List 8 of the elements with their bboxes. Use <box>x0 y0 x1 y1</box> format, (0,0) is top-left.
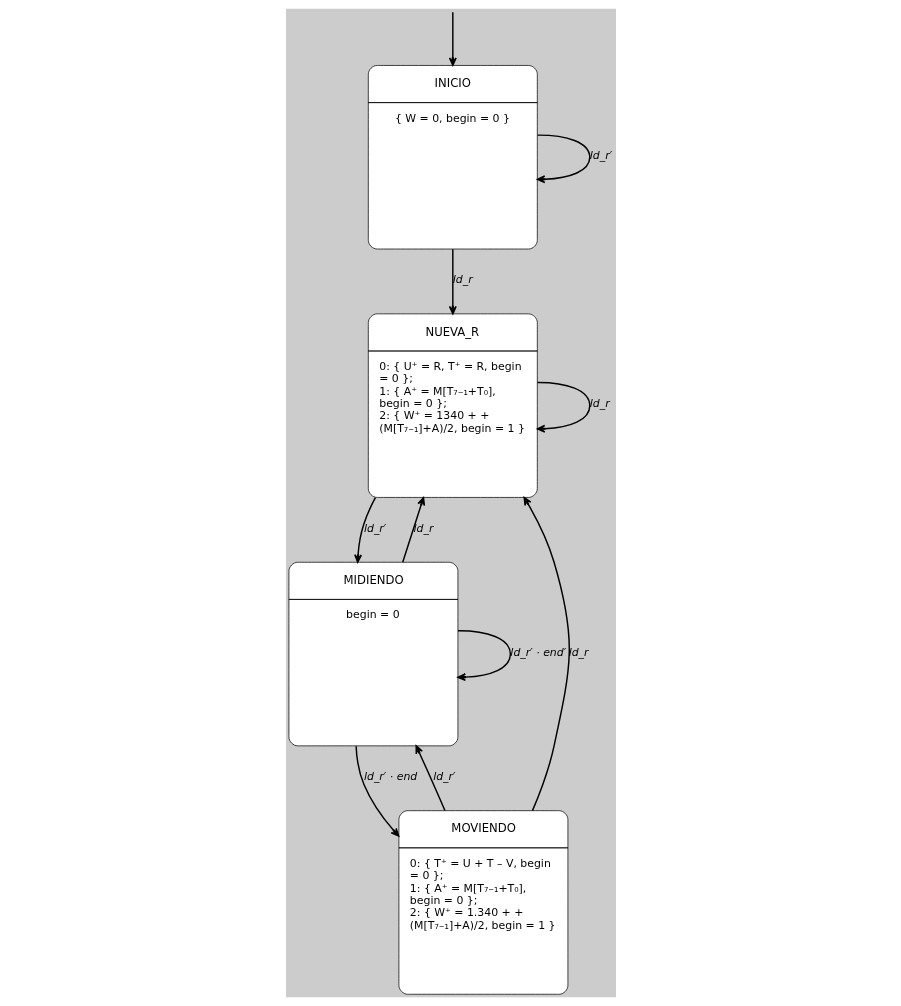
edge-label: ld_r <box>412 521 433 535</box>
edge-label: ld_r′ · end <box>363 770 417 784</box>
edge-label: ld_r′ <box>432 770 456 784</box>
edge-label: ld_r <box>452 273 473 287</box>
edge-label: ld_r′ <box>363 521 386 535</box>
edge-label: ld_r′ <box>589 149 612 163</box>
edge-label: ld_r <box>589 397 610 411</box>
edge-label: ld_r′ · end′ <box>509 645 566 659</box>
